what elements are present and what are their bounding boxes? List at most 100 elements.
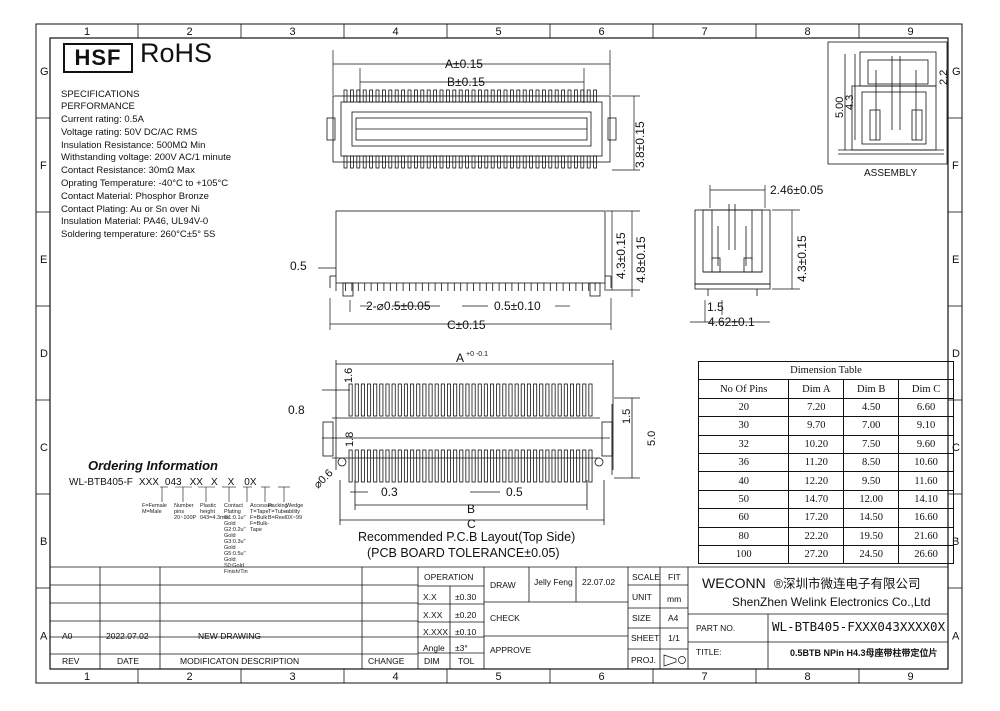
pin-top (567, 89, 572, 103)
pin-top (375, 89, 380, 103)
table-cell: 10.60 (898, 452, 954, 473)
pin-bottom (375, 155, 380, 169)
pcb-pad (373, 383, 378, 417)
company-name-en: WECONN (702, 575, 766, 591)
hsf-logo: HSF (63, 43, 133, 73)
ordering-note-accessor: Accessor T=Tape F=Bulk F=Bulk-Tape (250, 503, 273, 533)
pin-bottom (509, 155, 514, 169)
pcb-pad (428, 383, 433, 417)
unit-value: mm (667, 594, 682, 604)
pcb-pad (348, 449, 353, 483)
pcb-pad (514, 383, 519, 417)
ordering-lines (160, 486, 290, 502)
pin-bottom (426, 155, 431, 169)
spec-line: Contact Material: Phosphor Bronze (61, 190, 209, 202)
dimension-table-title: Dimension Table (698, 360, 954, 381)
table-cell: 80 (697, 526, 790, 546)
dimension-table-header-cell: No Of Pins (697, 379, 790, 399)
pin-top (522, 89, 527, 103)
pcb-pad (397, 449, 402, 483)
pin-bottom (349, 155, 354, 169)
pin-top (433, 89, 438, 103)
col-label: 4 (393, 671, 399, 683)
rev-entry-rev: A0 (62, 631, 73, 641)
pcb-pad (588, 449, 593, 483)
pcb-pad (367, 383, 372, 417)
col-label: 9 (908, 671, 914, 683)
pcb-pad (403, 449, 408, 483)
pcb-pad (533, 383, 538, 417)
pin-bottom (477, 155, 482, 169)
pin-top (426, 89, 431, 103)
row-label: A (952, 631, 960, 643)
table-cell: 14.70 (788, 489, 845, 510)
pcb-pad (373, 449, 378, 483)
table-cell: 40 (697, 471, 790, 491)
table-cell: 16.60 (898, 508, 954, 528)
ordering-part-f: F (126, 477, 133, 488)
pin-top (509, 89, 514, 103)
pin-top (542, 89, 546, 103)
pcb-pad (520, 383, 525, 417)
dim-b: B±0.15 (447, 75, 485, 89)
pcb-pad (520, 449, 525, 483)
row-label: D (40, 348, 48, 360)
pcb-pad (434, 449, 439, 483)
inner-border (49, 37, 949, 670)
front-view-dims (318, 210, 640, 330)
table-cell: 9.10 (898, 416, 954, 436)
header-tol: TOL (458, 656, 475, 666)
pcb-dim-a: A (456, 351, 464, 365)
ordering-part-wedge: 0X (244, 477, 257, 488)
ordering-prefix: WL-BTB405- (69, 477, 127, 488)
pin-bottom (503, 155, 508, 169)
tolerance-value: ±0.10 (455, 627, 477, 637)
pin-top (477, 89, 482, 103)
pin-top (561, 89, 565, 103)
table-cell: 11.60 (898, 471, 954, 491)
top-view (326, 89, 617, 169)
pin-top (420, 89, 425, 103)
pin-bottom (445, 155, 450, 169)
ordering-part-height: 043 (164, 477, 182, 488)
table-cell: 27.20 (788, 544, 845, 565)
pcb-pad (508, 449, 513, 483)
pin-bottom (548, 155, 553, 169)
pcb-dim-b: B (467, 502, 475, 516)
table-cell: 100 (697, 544, 790, 565)
pcb-pad (539, 383, 544, 417)
dimension-table-header-cell: Dim B (843, 379, 900, 399)
table-cell: 26.60 (898, 544, 954, 565)
pin-bottom (567, 155, 572, 169)
pcb-pad (410, 383, 415, 417)
pcb-pad (397, 383, 402, 417)
pcb-pad (471, 383, 476, 417)
pcb-pad (391, 449, 396, 483)
pcb-dim-1-5: 1.5 (621, 409, 633, 424)
pcb-pad (545, 449, 550, 483)
pcb-pad (526, 383, 531, 417)
pcb-dim-0-5: 0.5 (506, 485, 523, 499)
col-label: 2 (187, 26, 193, 38)
pcb-dim-a-tol: +0 -0.1 (466, 351, 488, 358)
outer-border (35, 23, 963, 684)
col-label: 1 (84, 26, 90, 38)
grid-ticks (36, 24, 962, 683)
pcb-pad (508, 383, 513, 417)
table-cell: 11.20 (788, 452, 845, 473)
spec-line: Oprating Temperature: -40°C to +105°C (61, 178, 229, 189)
pcb-dim-0-3: 0.3 (381, 485, 398, 499)
size-label: SIZE (632, 613, 651, 623)
pcb-layout (322, 360, 640, 525)
table-cell: 12.00 (843, 489, 900, 510)
pin-top (574, 89, 578, 103)
col-label: 8 (805, 671, 811, 683)
pin-top (349, 89, 354, 103)
table-cell: 50 (697, 489, 790, 510)
ordering-note-wedge: Wedge ability 0X~99 (286, 503, 304, 521)
scale-value: FIT (668, 572, 681, 582)
pcb-pad (465, 383, 470, 417)
pcb-pad (533, 449, 538, 483)
dim-2-phi: 2-⌀0.5±0.05 (366, 299, 431, 313)
